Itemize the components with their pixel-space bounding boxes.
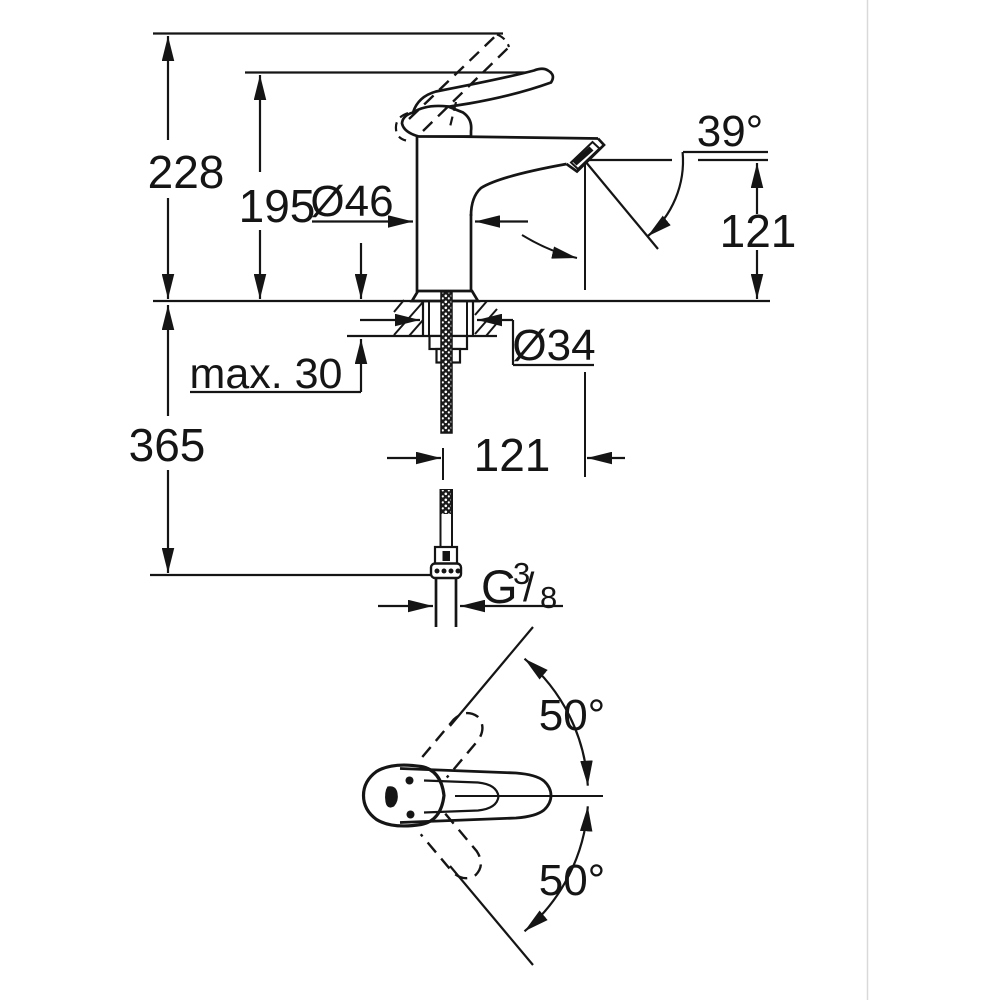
thread-slash: / [523, 564, 535, 610]
dim-lever-height: 195 [239, 75, 316, 299]
spray-angle-arc [646, 151, 685, 238]
lever-raised-position [394, 33, 511, 142]
handle-inner-contour [423, 779, 500, 814]
dim-value-lever-height: 195 [239, 180, 316, 232]
top-view: 50° 50° [361, 626, 606, 966]
handle-top-outline [361, 711, 553, 880]
dim-outlet-height: 121 [720, 163, 797, 299]
handle-cap-dot-top [405, 776, 414, 785]
counter-cross-section [347, 299, 498, 338]
hose-braid-texture [441, 490, 451, 514]
lever-pivot [400, 104, 473, 138]
dim-value-counter-thickness: max. 30 [190, 350, 343, 398]
dim-value-spray-angle: 39° [697, 107, 764, 156]
side-view: 228 195 365 Ø46 39° [129, 32, 797, 627]
handle-raised-50-up [421, 711, 484, 779]
dim-thread-size: G 3 / 8 [378, 556, 563, 615]
thread-denominator: 8 [540, 580, 557, 615]
connection-nut-knurling [434, 568, 461, 574]
swivel-arc-upper [523, 657, 593, 786]
dim-depth-below-counter: 365 [129, 305, 206, 573]
hose-connector-slot [442, 551, 450, 561]
pivot-hidden-edge [447, 101, 458, 132]
faucet-outline [394, 33, 606, 303]
dim-value-total-height: 228 [148, 146, 225, 198]
handle-lever-outline [399, 767, 553, 824]
dim-body-diameter: Ø46 [310, 177, 528, 228]
dim-value-thread-size: G 3 / 8 [481, 556, 557, 615]
aerator-slot [572, 146, 594, 166]
swivel-limit-line-lower [449, 865, 534, 966]
threaded-mounting-rod [440, 291, 453, 434]
swivel-arc-lower [523, 806, 593, 933]
handle-cap-outline [361, 763, 446, 828]
dim-total-height: 228 [148, 36, 225, 299]
flow-direction-arrow [521, 234, 578, 259]
dim-counter-thickness: max. 30 [190, 243, 368, 398]
dim-value-outlet-height: 121 [720, 205, 797, 257]
spray-direction-line [584, 160, 659, 250]
dim-value-swivel-down: 50° [539, 856, 606, 905]
spout-underside-curve [469, 162, 567, 217]
dim-value-hole-diameter: Ø34 [512, 321, 595, 370]
dim-spout-reach: 121 [387, 429, 625, 481]
dim-value-swivel-up: 50° [539, 691, 606, 740]
dim-value-body-diameter: Ø46 [310, 177, 393, 226]
mounting-and-hose [428, 291, 469, 627]
dim-value-depth-below-counter: 365 [129, 419, 206, 471]
thread-letter: G [481, 560, 518, 613]
dim-spray-angle: 39° [521, 107, 768, 259]
thread-numerator: 3 [513, 556, 530, 591]
handle-cap-dot-bottom [406, 810, 415, 819]
swivel-limit-line-upper [449, 626, 534, 727]
dim-value-spout-reach: 121 [474, 429, 551, 481]
handle-raised-50-down [419, 812, 483, 880]
counter-hatching [393, 299, 498, 337]
handle-cap-marking [385, 786, 398, 808]
dim-hole-diameter: Ø34 [360, 313, 596, 370]
